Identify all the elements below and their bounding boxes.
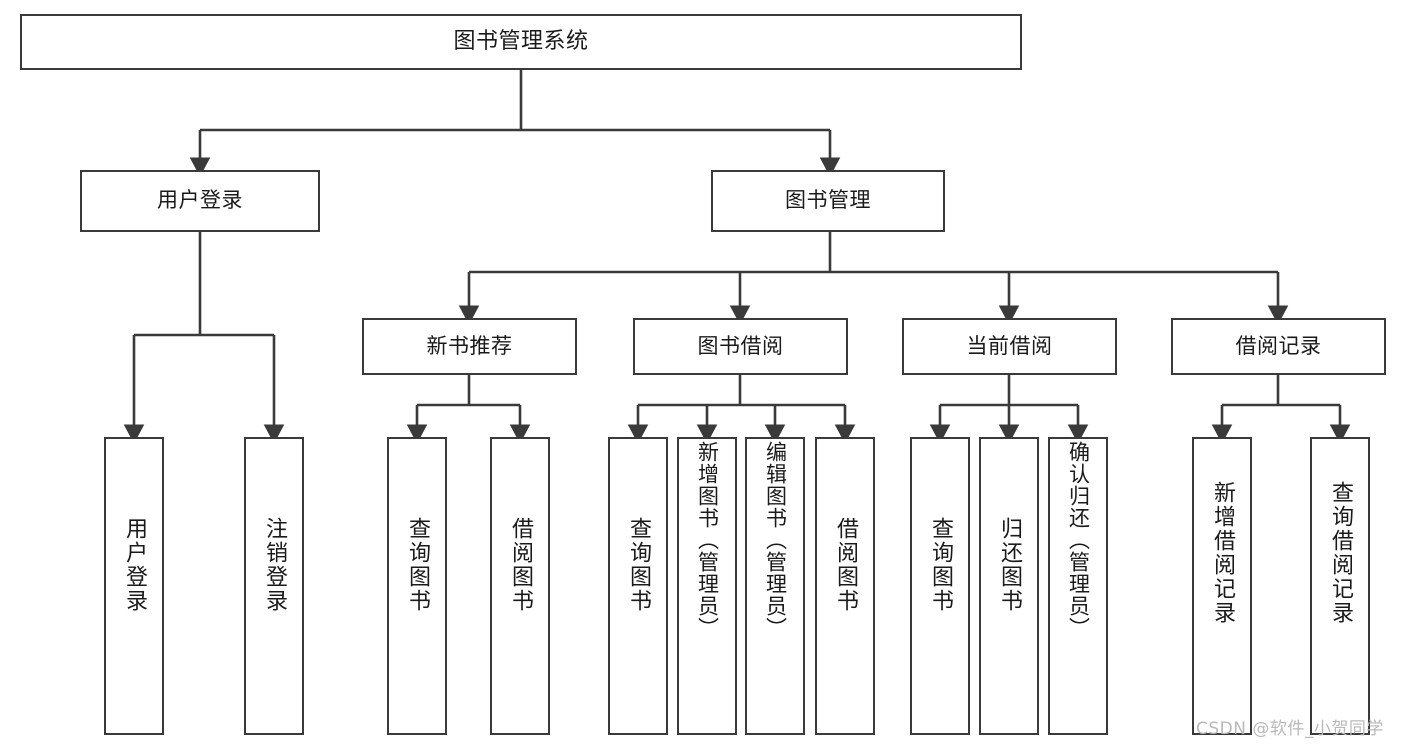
node-leaf-rec-query-label: 查询图书 bbox=[405, 517, 430, 613]
node-leaf-query-record-label: 查询借阅记录 bbox=[1328, 481, 1353, 625]
node-leaf-edit-book[interactable]: 编辑图书（管理员） bbox=[745, 437, 805, 735]
node-leaf-borrow-query[interactable]: 查询图书 bbox=[608, 437, 668, 735]
node-root-label: 图书管理系统 bbox=[453, 28, 589, 54]
node-user-login-label: 用户登录 bbox=[157, 188, 243, 213]
node-leaf-cur-query-label: 查询图书 bbox=[928, 517, 953, 613]
node-leaf-rec-borrow-label: 借阅图书 bbox=[508, 517, 533, 613]
node-leaf-confirm-return[interactable]: 确认归还（管理员） bbox=[1048, 437, 1108, 735]
node-leaf-cur-query[interactable]: 查询图书 bbox=[910, 437, 970, 735]
node-current-borrow[interactable]: 当前借阅 bbox=[902, 318, 1117, 375]
csdn-watermark: CSDN @软件_小贺同学 bbox=[1196, 719, 1384, 739]
node-book-manage-label: 图书管理 bbox=[785, 188, 871, 213]
node-leaf-borrow-query-label: 查询图书 bbox=[626, 517, 651, 613]
node-new-book-rec[interactable]: 新书推荐 bbox=[362, 318, 577, 375]
node-leaf-user-login[interactable]: 用户登录 bbox=[104, 437, 164, 735]
node-borrow-record[interactable]: 借阅记录 bbox=[1171, 318, 1386, 375]
node-leaf-add-record[interactable]: 新增借阅记录 bbox=[1192, 437, 1252, 735]
node-current-borrow-label: 当前借阅 bbox=[966, 333, 1053, 358]
node-leaf-confirm-return-label: 确认归还（管理员） bbox=[1066, 441, 1091, 639]
node-leaf-edit-book-label: 编辑图书（管理员） bbox=[763, 441, 788, 639]
node-user-login[interactable]: 用户登录 bbox=[80, 170, 320, 232]
node-leaf-logout[interactable]: 注销登录 bbox=[244, 437, 304, 735]
node-book-borrow-label: 图书借阅 bbox=[697, 333, 784, 358]
node-leaf-query-record[interactable]: 查询借阅记录 bbox=[1310, 437, 1370, 735]
node-leaf-borrow-book[interactable]: 借阅图书 bbox=[815, 437, 875, 735]
node-leaf-borrow-book-label: 借阅图书 bbox=[833, 517, 858, 613]
node-leaf-add-record-label: 新增借阅记录 bbox=[1210, 481, 1235, 625]
node-book-manage[interactable]: 图书管理 bbox=[711, 170, 945, 232]
node-leaf-add-book[interactable]: 新增图书（管理员） bbox=[677, 437, 737, 735]
node-leaf-rec-query[interactable]: 查询图书 bbox=[387, 437, 447, 735]
node-new-book-rec-label: 新书推荐 bbox=[426, 333, 513, 358]
node-leaf-return-book-label: 归还图书 bbox=[997, 517, 1022, 613]
node-leaf-add-book-label: 新增图书（管理员） bbox=[695, 441, 720, 639]
node-leaf-return-book[interactable]: 归还图书 bbox=[979, 437, 1039, 735]
node-book-borrow[interactable]: 图书借阅 bbox=[633, 318, 848, 375]
node-leaf-logout-label: 注销登录 bbox=[262, 517, 287, 613]
node-leaf-user-login-label: 用户登录 bbox=[122, 517, 147, 613]
node-borrow-record-label: 借阅记录 bbox=[1235, 333, 1322, 358]
node-leaf-rec-borrow[interactable]: 借阅图书 bbox=[490, 437, 550, 735]
node-root[interactable]: 图书管理系统 bbox=[20, 14, 1022, 70]
